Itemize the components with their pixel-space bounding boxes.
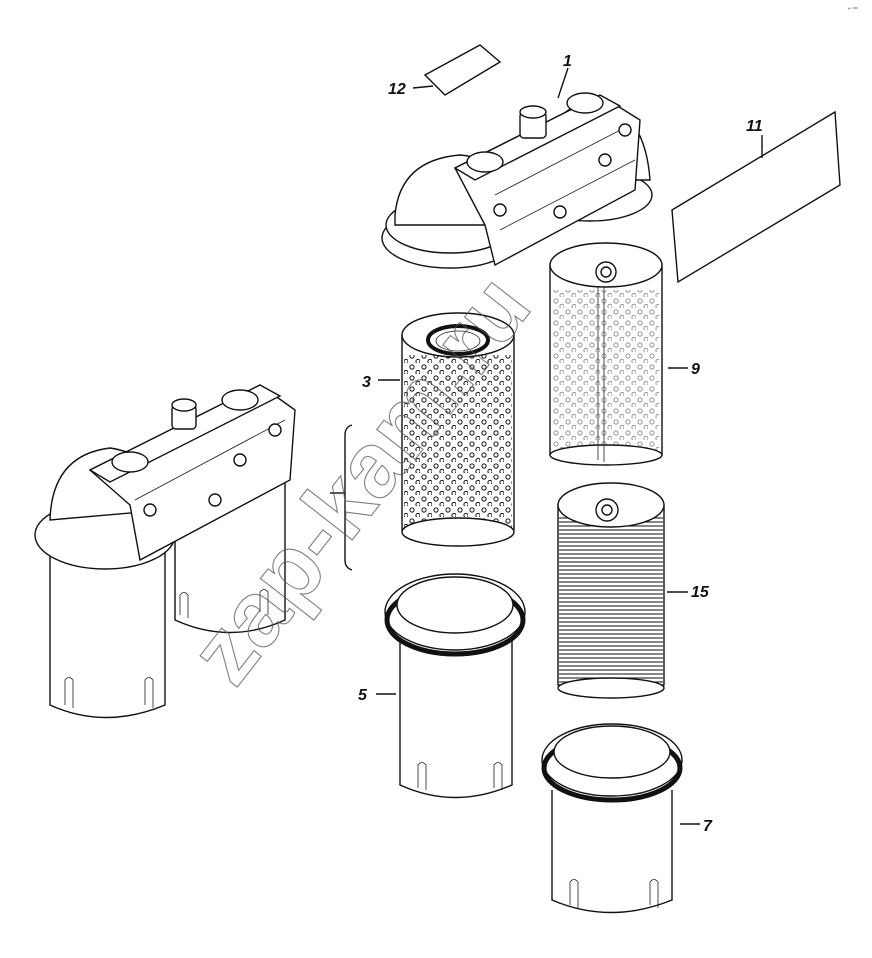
- part-11-instruction-sheet: [671, 110, 841, 284]
- callout-15: 15: [691, 584, 710, 601]
- part-9-filter-element: [549, 242, 688, 466]
- part-7-filter-bowl: [541, 723, 700, 914]
- corner-mark: ⌐ ═: [848, 6, 858, 12]
- assembly-bracket: [330, 424, 353, 571]
- callout-3: 3: [362, 374, 371, 391]
- part-1-filter-head: [381, 67, 653, 269]
- callout-11: 11: [746, 118, 763, 135]
- callout-12: 12: [388, 81, 406, 98]
- part-3-perforated-filter-element: [378, 312, 515, 547]
- callout-5: 5: [358, 687, 368, 704]
- callout-1: 1: [563, 53, 572, 70]
- assembled-filter-unit: [34, 384, 296, 719]
- callout-9: 9: [691, 361, 700, 378]
- part-15-pleated-filter-element: [557, 482, 688, 699]
- part-5-filter-bowl: [376, 573, 526, 799]
- part-12-label-plate: [412, 44, 502, 96]
- callout-7: 7: [703, 818, 713, 835]
